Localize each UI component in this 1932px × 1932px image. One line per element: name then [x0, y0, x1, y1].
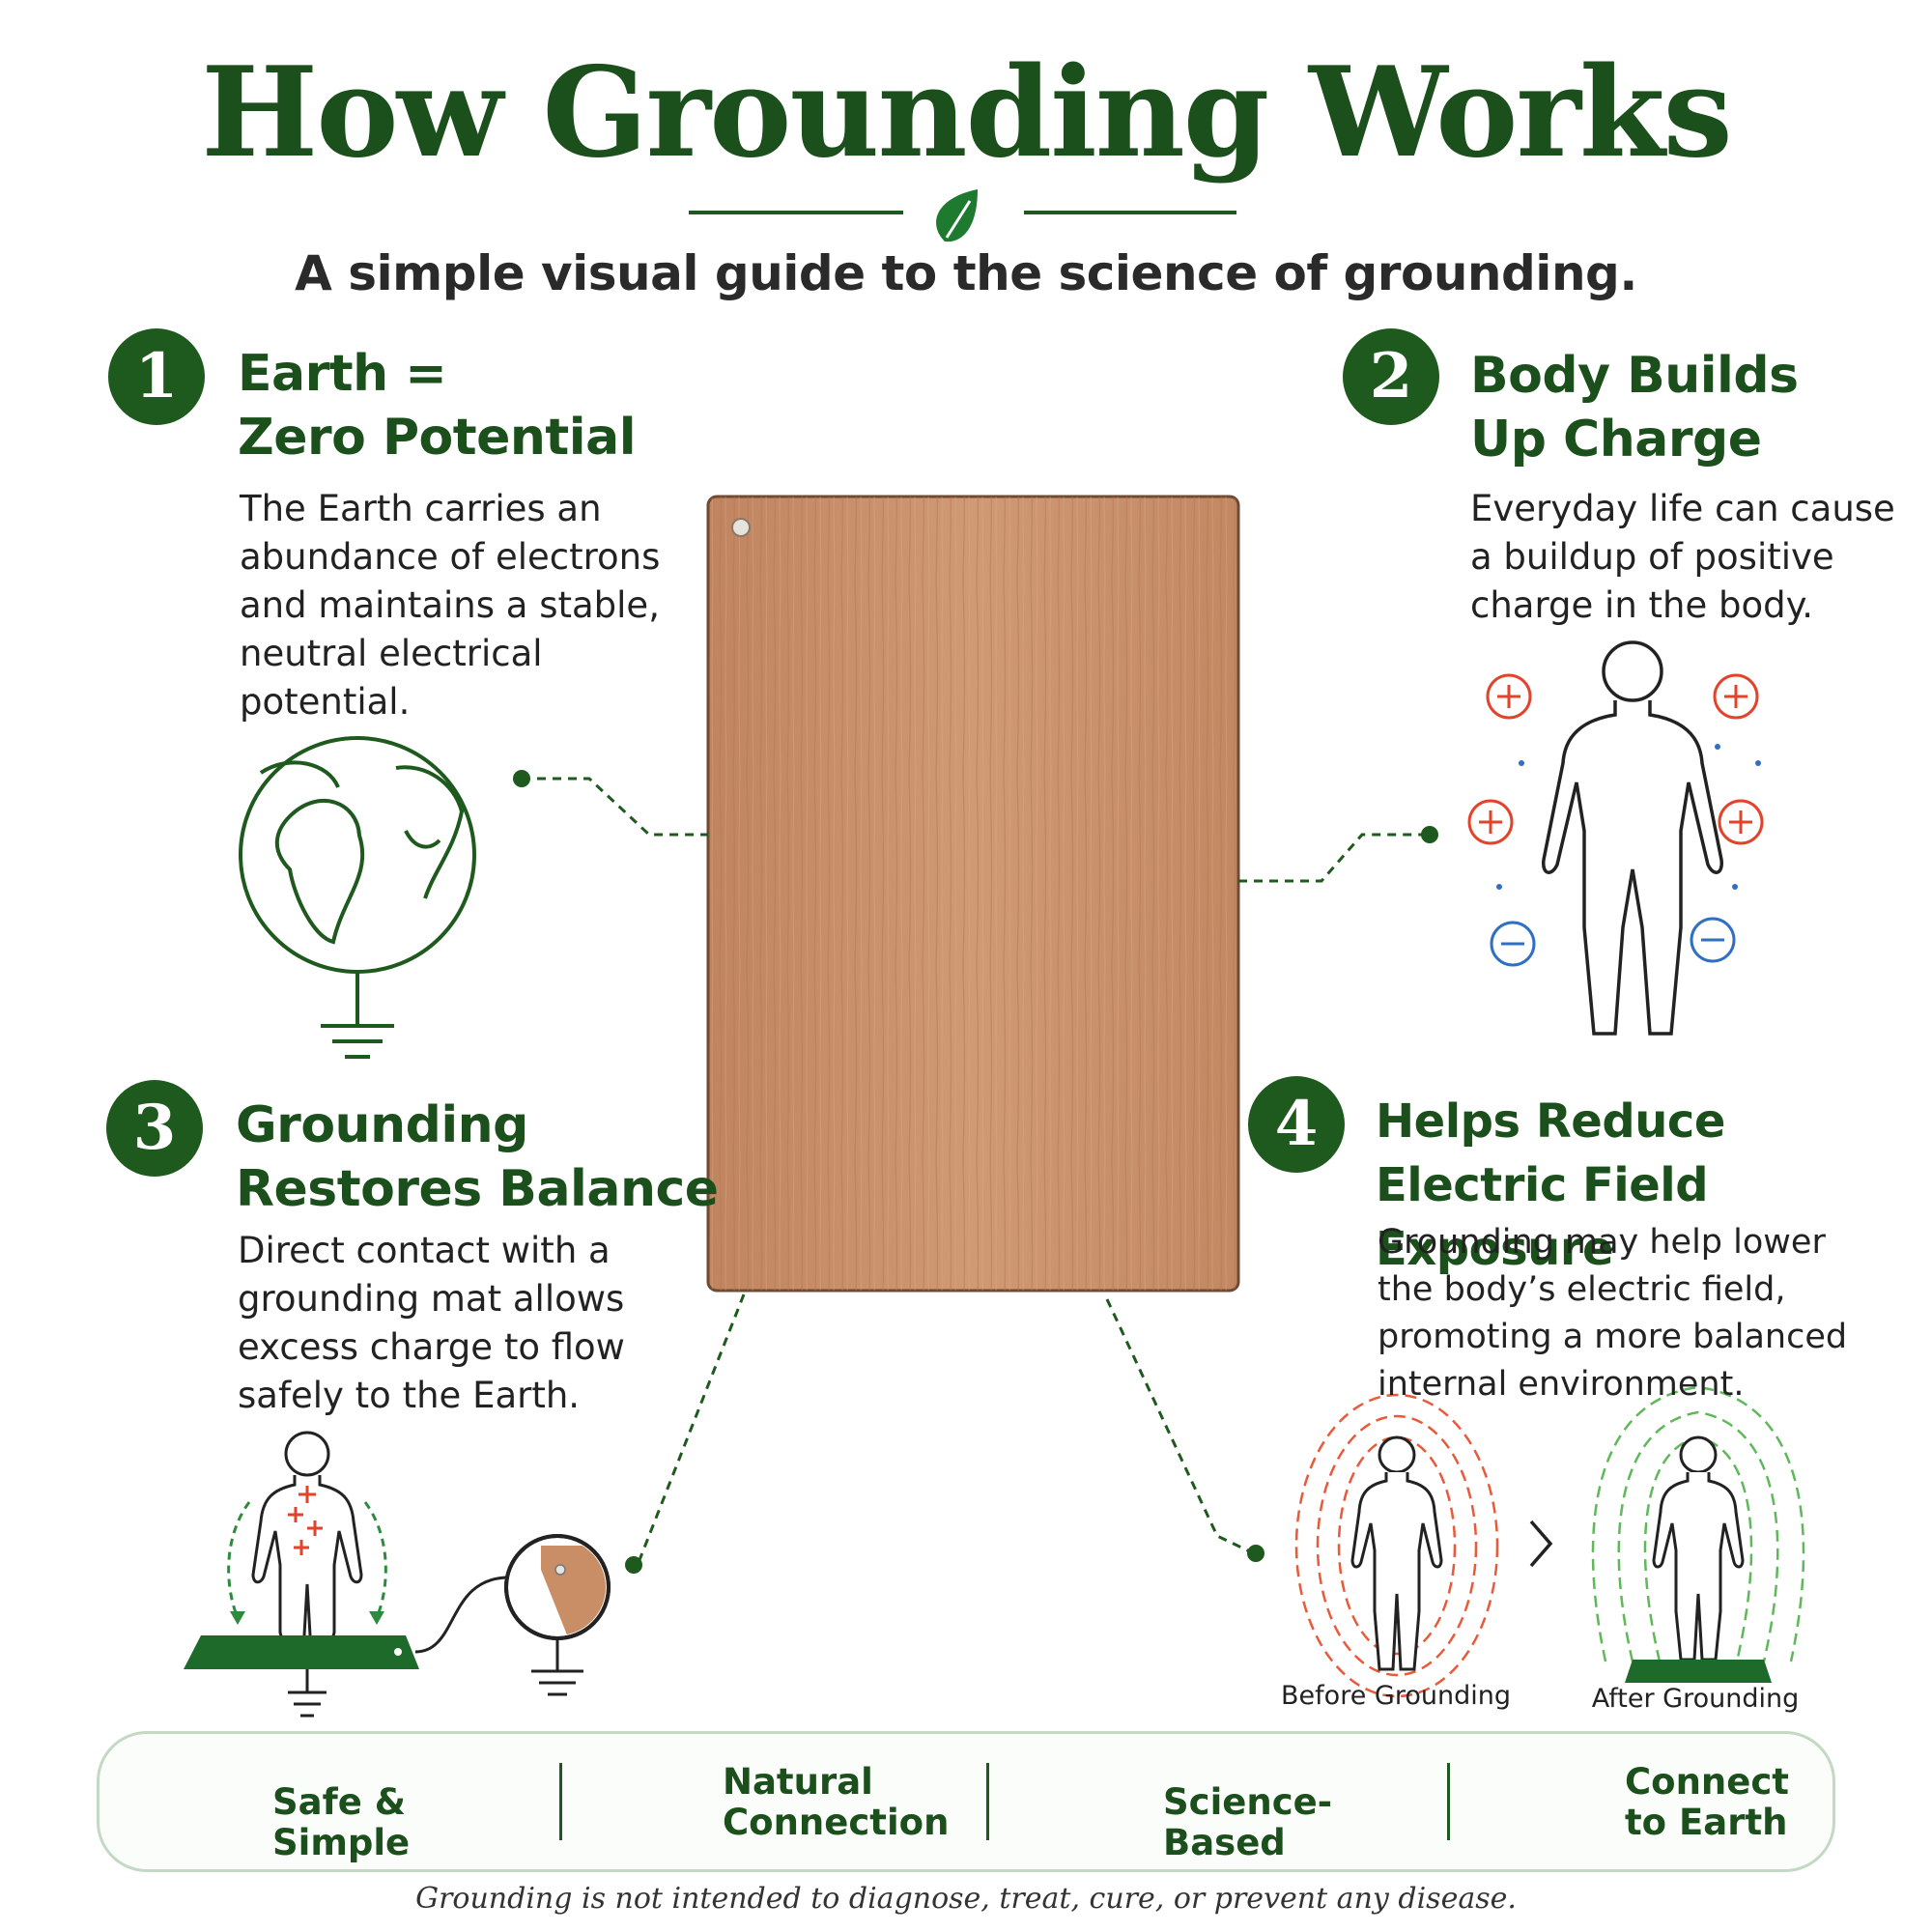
step-4-line: Grounding may help lower	[1378, 1223, 1826, 1262]
negative-charge-icons	[1490, 917, 1736, 967]
feature-label: Safe & Simple	[272, 1781, 411, 1863]
after-grounding-mat	[1625, 1660, 1772, 1683]
feature-label: to Earth	[1625, 1802, 1788, 1843]
step-2-number-badge: 2	[1343, 328, 1439, 425]
step-1-title: Earth = Zero Potential	[238, 342, 701, 469]
step-2-description: Everyday life can cause a buildup of pos…	[1470, 485, 1915, 630]
flow-arrows	[227, 1501, 387, 1619]
step-4-title-line-1: Helps Reduce	[1376, 1094, 1725, 1149]
feature-natural-connection: Natural Connection	[723, 1762, 974, 1843]
excess-charge-marks	[288, 1486, 323, 1555]
wood-grounding-mat	[706, 495, 1240, 1293]
after-body	[1652, 1435, 1745, 1662]
globe-icon	[239, 736, 476, 1059]
step-2-title-line-2: Up Charge	[1470, 411, 1762, 469]
step-2-title: Body Builds Up Charge	[1470, 344, 1895, 471]
flow-arrowheads	[230, 1611, 384, 1625]
body-outline-charged	[1542, 640, 1723, 1036]
step-3-line: excess charge to flow	[238, 1326, 625, 1368]
step-3-line: grounding mat allows	[238, 1278, 625, 1320]
step-3-description: Direct contact with a grounding mat allo…	[238, 1227, 682, 1420]
feature-divider	[986, 1763, 989, 1840]
step-4-description: Grounding may help lower the body’s elec…	[1378, 1219, 1899, 1408]
step-1-title-line-2: Zero Potential	[238, 409, 637, 467]
step-1-line: and maintains a stable,	[240, 584, 660, 626]
step-1-number-badge: 1	[108, 328, 205, 425]
feature-science-based: Science-Based	[1163, 1782, 1443, 1863]
before-field-lines	[1294, 1393, 1499, 1698]
step-4-line: the body’s electric field,	[1378, 1270, 1786, 1309]
step-1-line: neutral electrical	[240, 633, 543, 674]
step-2-title-line-1: Body Builds	[1470, 347, 1799, 405]
green-grounding-mat	[184, 1635, 419, 1669]
step-3-line: Direct contact with a	[238, 1230, 611, 1271]
step-3-line: safely to the Earth.	[238, 1375, 581, 1416]
ground-symbol-small	[288, 1669, 327, 1718]
body-on-mat	[251, 1431, 363, 1654]
step-1-description: The Earth carries an abundance of electr…	[240, 485, 694, 726]
step-3-title-line-1: Grounding	[236, 1096, 528, 1154]
step-3-title: Grounding Restores Balance	[236, 1094, 719, 1221]
step-1-line: potential.	[240, 681, 411, 723]
step-2-line: a buildup of positive	[1470, 536, 1834, 578]
before-body	[1350, 1435, 1443, 1671]
step-3-title-line-2: Restores Balance	[236, 1160, 719, 1218]
feature-label: Natural	[723, 1761, 873, 1803]
feature-label: Connect	[1625, 1761, 1789, 1803]
after-grounding-caption: After Grounding	[1591, 1684, 1800, 1714]
connector-dots	[513, 770, 1438, 1574]
step-1-line: The Earth carries an	[240, 488, 602, 529]
feature-connect-to-earth: Connect to Earth	[1625, 1762, 1828, 1843]
before-grounding-caption: Before Grounding	[1281, 1681, 1511, 1711]
chevron-right-icon	[1529, 1520, 1553, 1568]
features-bar	[97, 1731, 1835, 1872]
feature-label: Science-Based	[1163, 1781, 1333, 1863]
connector-lines	[522, 777, 1430, 1566]
step-4-line: promoting a more balanced	[1378, 1318, 1848, 1356]
charge-dots	[1496, 744, 1761, 890]
step-4-title: Helps Reduce Electric Field Exposure	[1376, 1090, 1917, 1281]
step-2-line: Everyday life can cause	[1470, 488, 1895, 529]
feature-safe-simple: Safe & Simple	[272, 1782, 553, 1863]
step-3-number-badge: 3	[106, 1080, 203, 1177]
grounding-cable	[414, 1576, 510, 1654]
plate-magnifier	[504, 1534, 611, 1696]
disclaimer-text: Grounding is not intended to diagnose, t…	[415, 1882, 1517, 1916]
step-1-title-line-1: Earth =	[238, 345, 447, 403]
step-4-title-line-2: Electric Field Exposure	[1376, 1158, 1709, 1276]
step-4-number-badge: 4	[1248, 1076, 1345, 1173]
feature-divider	[559, 1763, 562, 1840]
step-1-line: abundance of electrons	[240, 536, 661, 578]
feature-divider	[1447, 1763, 1450, 1840]
step-2-line: charge in the body.	[1470, 584, 1814, 626]
feature-label: Connection	[723, 1802, 950, 1843]
leaf-icon	[936, 189, 978, 242]
page-title: How Grounding Works	[201, 41, 1732, 185]
step-4-line: internal environment.	[1378, 1365, 1745, 1404]
page-subtitle: A simple visual guide to the science of …	[295, 245, 1637, 301]
positive-charge-icons	[1467, 673, 1764, 845]
